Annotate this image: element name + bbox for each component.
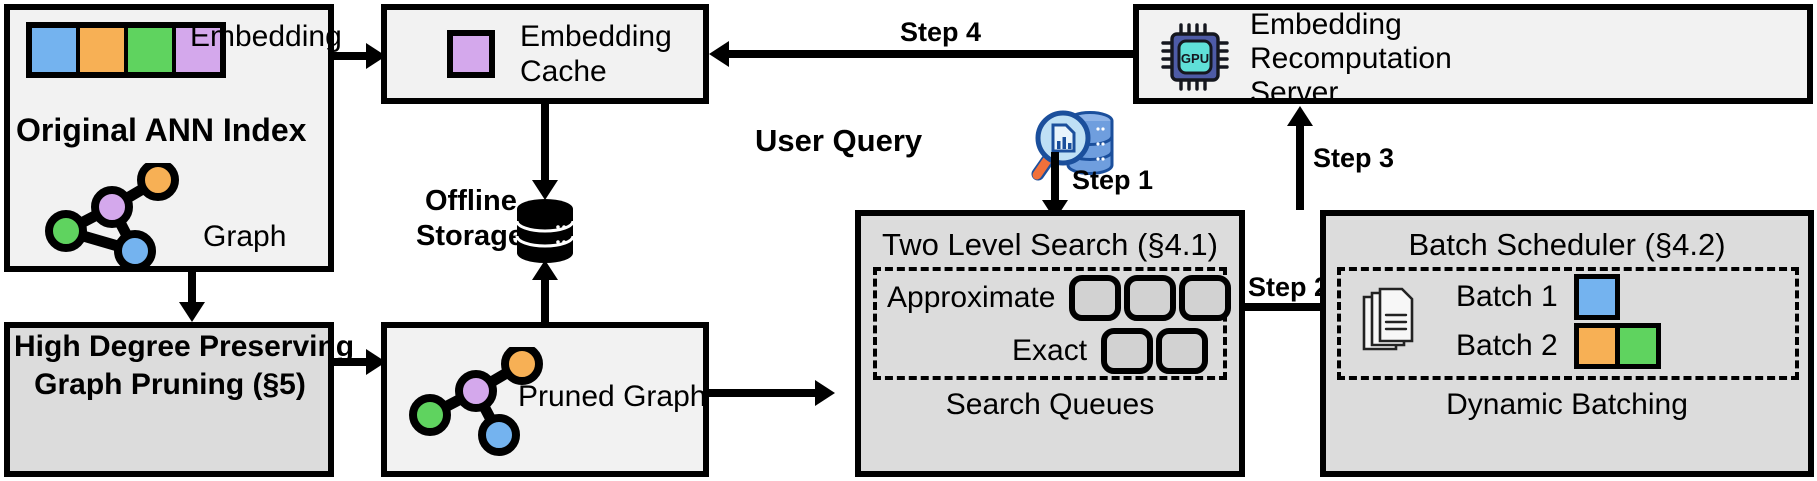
exact-queue-cell	[1101, 328, 1154, 374]
graph-pruning-box	[4, 322, 334, 477]
recomputation-server-line3: Server	[1250, 76, 1339, 109]
step1-label: Step 1	[1072, 165, 1154, 195]
offline-storage-line2: Storage	[416, 220, 524, 252]
arrow-step1-line	[1051, 152, 1059, 206]
gpu-icon: GPU	[1161, 23, 1229, 91]
approximate-queue-row: Approximate	[887, 275, 1234, 321]
batch-2-label: Batch 2	[1456, 329, 1558, 363]
exact-queue-cell	[1156, 328, 1209, 374]
embedding-swatch-purple	[176, 28, 220, 72]
exact-label: Exact	[1012, 334, 1088, 368]
graph-pruning-line1: High Degree Preserving	[14, 330, 355, 363]
embedding-cache-swatch	[447, 30, 495, 78]
batch-1-label: Batch 1	[1456, 280, 1558, 314]
dynamic-batching-dashed-region	[1337, 267, 1799, 380]
dynamic-batching-footer: Dynamic Batching	[1446, 388, 1688, 421]
arrow-pruned-to-storage-line	[541, 277, 549, 325]
search-queues-dashed-region	[873, 267, 1227, 380]
embedding-cache-box	[381, 4, 709, 104]
graph-pruning-line2: Graph Pruning (§5)	[34, 368, 306, 401]
recomputation-server-line1: Embedding	[1250, 8, 1402, 41]
embedding-cache-line1: Embedding	[520, 20, 672, 53]
arrow-cache-to-storage-line	[541, 104, 549, 184]
arrow-index-to-pruning-head	[179, 302, 205, 322]
batch-2-swatch-green	[1614, 323, 1661, 369]
arrow-pruned-to-storage-head	[532, 260, 558, 280]
batch-2-swatch-orange	[1573, 323, 1620, 369]
step3-label: Step 3	[1313, 143, 1395, 173]
original-graph-icon	[45, 163, 179, 272]
arrow-step4-head	[709, 41, 729, 67]
approximate-label: Approximate	[887, 281, 1056, 315]
recomputation-server-line2: Recomputation	[1250, 42, 1452, 75]
batch-1-swatch-blue	[1573, 274, 1620, 320]
batch-2-row: Batch 2	[1456, 323, 1661, 369]
embedding-swatch-orange	[80, 28, 128, 72]
approximate-queue-cell	[1069, 275, 1122, 321]
embedding-swatch-green	[128, 28, 176, 72]
offline-storage-line1: Offline	[425, 185, 517, 217]
embedding-cache-line2: Cache	[520, 55, 607, 88]
user-query-label: User Query	[755, 123, 923, 158]
svg-text:GPU: GPU	[1181, 51, 1209, 66]
two-level-search-title: Two Level Search (§4.1)	[881, 227, 1218, 262]
embedding-swatch-blue	[32, 28, 80, 72]
original-ann-index-title: Original ANN Index	[16, 112, 307, 148]
approximate-queue-cell	[1179, 275, 1232, 321]
step4-label: Step 4	[900, 17, 982, 47]
pruned-graph-box	[381, 322, 709, 477]
batch-scheduler-title: Batch Scheduler (§4.2)	[1408, 227, 1726, 262]
batch-1-row: Batch 1	[1456, 274, 1620, 320]
arrow-step4-line	[727, 50, 1133, 58]
embedding-swatch-strip	[26, 22, 226, 78]
arrow-step2-line	[1245, 303, 1340, 311]
arrow-cache-to-storage-head	[532, 180, 558, 200]
graph-label: Graph	[203, 220, 287, 253]
search-queues-footer: Search Queues	[945, 388, 1155, 421]
arrow-pruning-to-pruned-line	[334, 358, 376, 366]
arrow-step3-line	[1296, 122, 1304, 210]
arrow-index-to-pruning-line	[188, 272, 196, 306]
documents-icon	[1362, 287, 1414, 351]
arrow-pruned-to-search-head	[815, 380, 835, 406]
recomputation-server-box	[1133, 4, 1813, 104]
arrow-pruned-to-search-line	[709, 389, 822, 397]
pruned-graph-icon	[409, 347, 543, 456]
step2-label: Step 2	[1248, 272, 1330, 302]
exact-queue-row: Exact	[1012, 328, 1211, 374]
search-database-icon	[1031, 110, 1114, 181]
pruned-graph-label: Pruned Graph	[518, 380, 707, 413]
arrow-index-to-cache-line	[334, 52, 376, 60]
database-icon	[515, 199, 575, 263]
embedding-label: Embedding	[190, 20, 342, 53]
approximate-queue-cell	[1124, 275, 1177, 321]
arrow-step3-head	[1287, 106, 1313, 126]
